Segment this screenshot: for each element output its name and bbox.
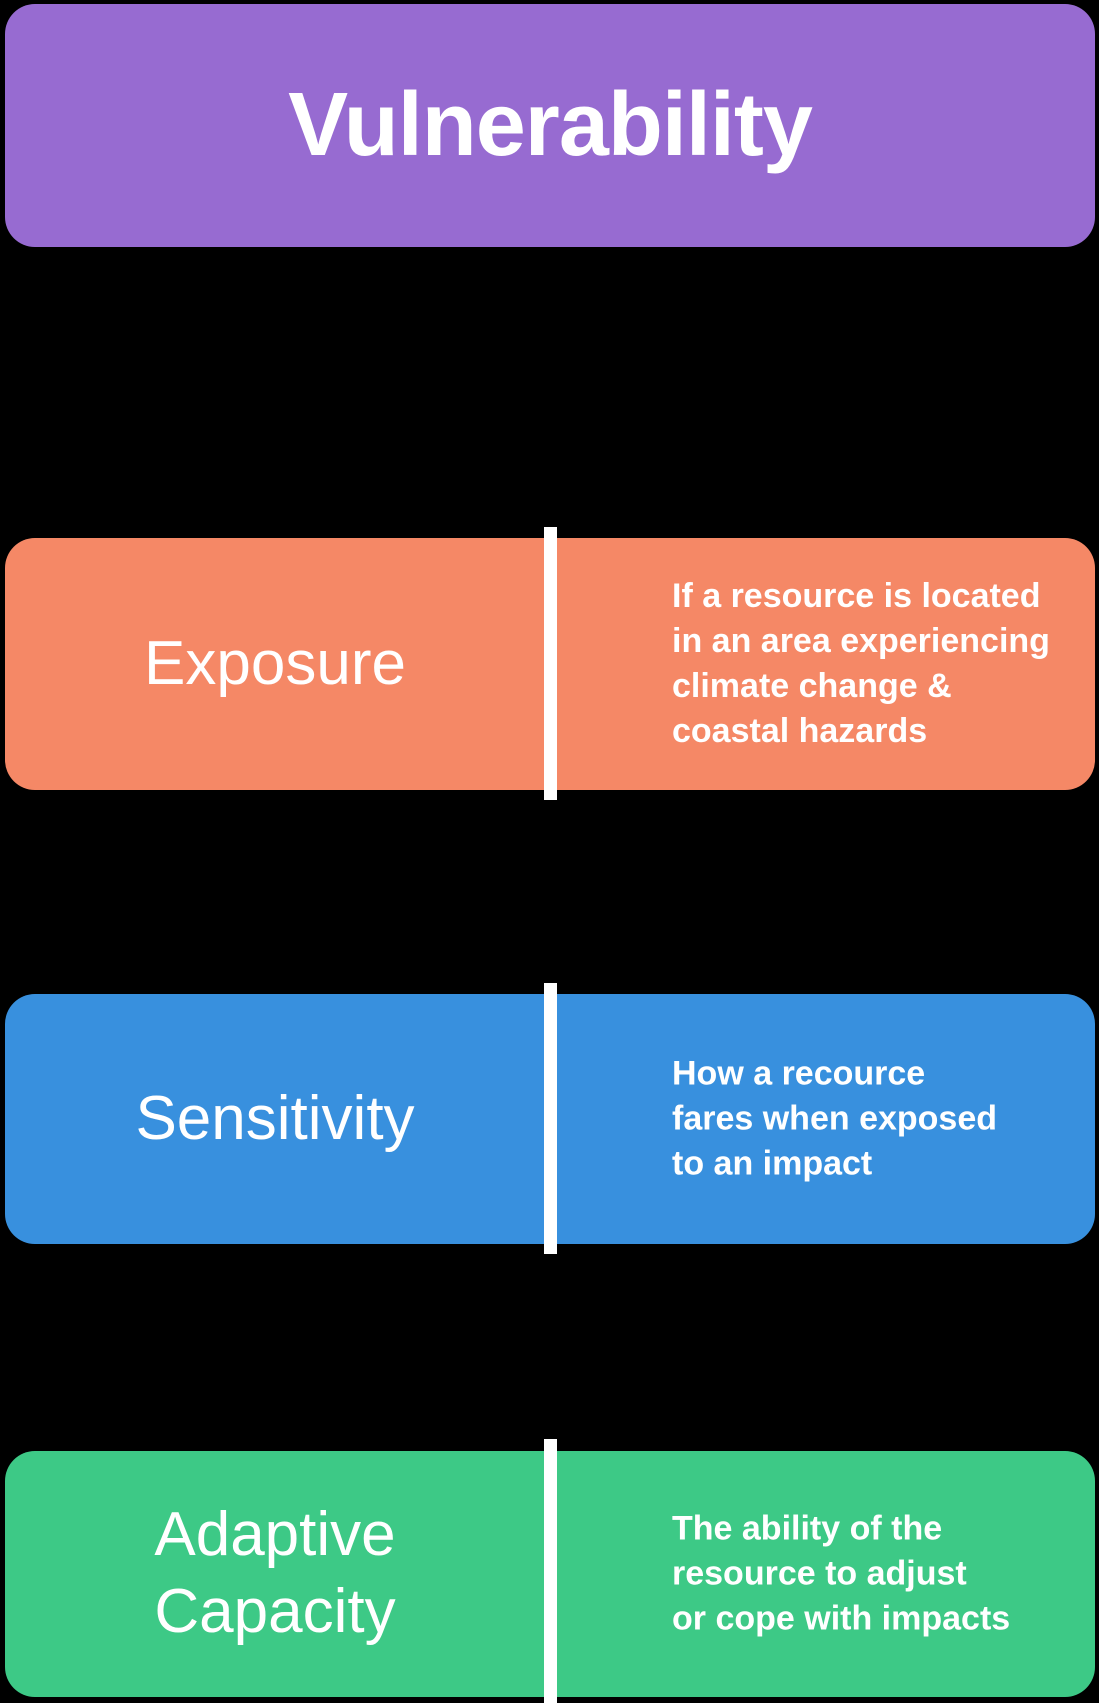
exposure-description: If a resource is located in an area expe… (672, 577, 1050, 750)
exposure-title: Exposure (144, 628, 406, 698)
vulnerability-header-box: Vulnerability (5, 4, 1095, 247)
diagram-title: Vulnerability (288, 75, 813, 175)
adaptive-capacity-title: Adaptive Capacity (154, 1500, 396, 1646)
sensitivity-title: Sensitivity (135, 1083, 415, 1153)
sensitivity-divider (544, 983, 557, 1254)
exposure-divider (544, 527, 557, 800)
adaptive-capacity-divider (544, 1439, 557, 1703)
adaptive-capacity-description: The ability of the resource to adjust or… (672, 1509, 1011, 1638)
sensitivity-description: How a recource fares when exposed to an … (672, 1054, 998, 1183)
